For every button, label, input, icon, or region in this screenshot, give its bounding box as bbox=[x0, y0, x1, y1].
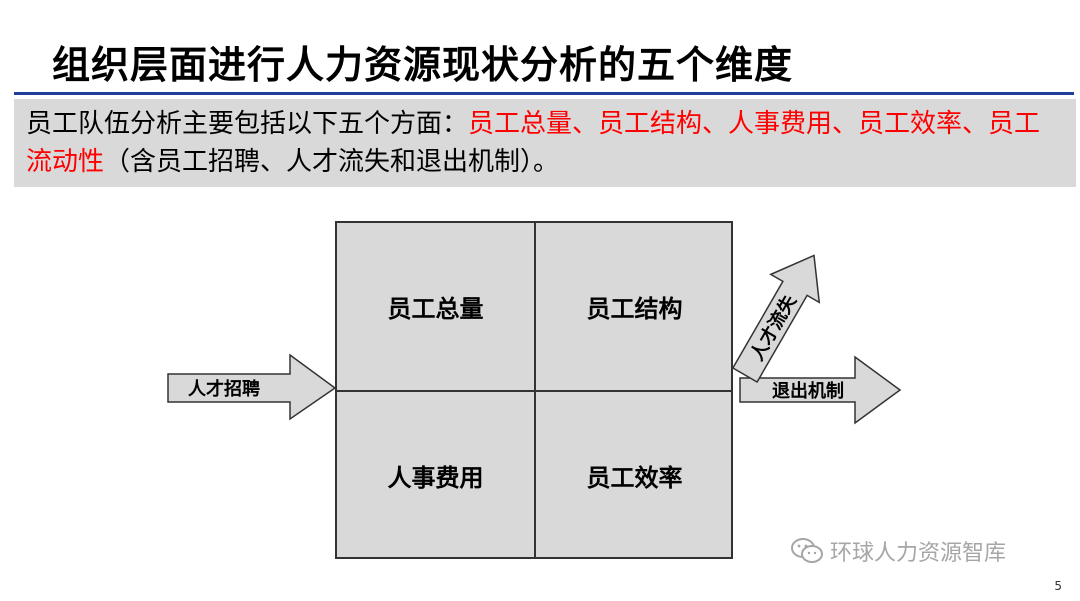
grid-cell-staff-structure: 员工结构 bbox=[586, 295, 683, 323]
page-number: 5 bbox=[1054, 579, 1062, 593]
watermark-text: 环球人力资源智库 bbox=[830, 541, 1007, 566]
wechat-icon bbox=[791, 538, 823, 563]
exit-arrow: 退出机制 bbox=[739, 355, 902, 425]
grid-cell-total-staff: 员工总量 bbox=[387, 295, 484, 323]
grid-cell-personnel-cost: 人事费用 bbox=[387, 464, 484, 492]
exit-arrow-label: 退出机制 bbox=[772, 380, 844, 402]
recruit-arrow: 人才招聘 bbox=[167, 353, 337, 421]
intro-prefix: 员工队伍分析主要包括以下五个方面： bbox=[26, 109, 469, 139]
intro-suffix: （含员工招聘、人才流失和退出机制）。 bbox=[104, 147, 560, 177]
grid-cell-staff-efficiency: 员工效率 bbox=[586, 464, 683, 492]
dimension-grid: 员工总量 员工结构 人事费用 员工效率 bbox=[335, 221, 733, 559]
intro-box: 员工队伍分析主要包括以下五个方面：员工总量、员工结构、人事费用、员工效率、员工流… bbox=[14, 99, 1076, 187]
watermark: 环球人力资源智库 bbox=[790, 535, 1006, 567]
page-title: 组织层面进行人力资源现状分析的五个维度 bbox=[52, 43, 794, 87]
recruit-arrow-label: 人才招聘 bbox=[188, 378, 260, 400]
intro-highlight: 员工总量、员工结构、人事费用、员工效率、员工流动性 bbox=[26, 109, 1041, 177]
loss-arrow: 人才流失 bbox=[731, 254, 821, 384]
title-underline bbox=[14, 92, 1074, 95]
grid-horizontal-divider bbox=[337, 390, 731, 392]
